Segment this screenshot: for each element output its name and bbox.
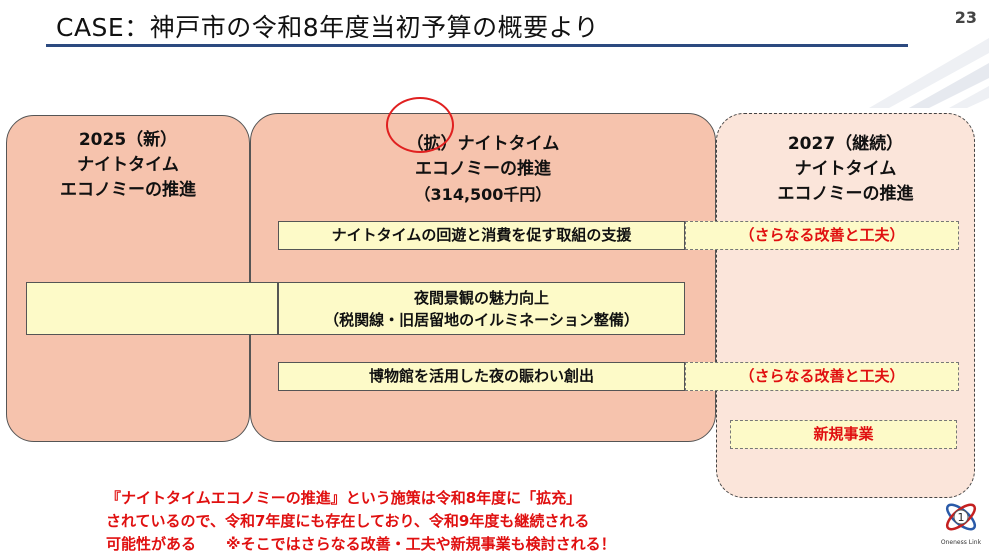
explanation-note: 『ナイトタイムエコノミーの推進』という施策は令和8年度に「拡充」 されているので… [106,487,616,556]
panel-2025-title-line1: ナイトタイム [77,155,179,175]
panel-2026-title-line1: （拡）ナイトタイム [406,134,560,154]
bar-night-view-line1: 夜間景観の魅力向上 [413,289,549,307]
bar-new-project: 新規事業 [730,420,957,449]
note-line2: されているので、令和7年度にも存在しており、令和9年度も継続される [106,512,590,530]
corner-decoration-icon [869,38,989,108]
oneness-link-logo: 1 Oneness Link [939,497,983,551]
panel-2025-year: 2025（新） [78,130,178,150]
note-line1: 『ナイトタイムエコノミーの推進』という施策は令和8年度に「拡充」 [106,489,582,507]
panel-2026-title-line2: エコノミーの推進 [415,159,551,179]
bar-night-view-2025 [26,282,278,335]
logo-icon: 1 [945,503,977,531]
panel-2027-year: 2027（継続） [787,134,904,154]
panel-2027-title-line2: エコノミーの推進 [777,184,914,204]
logo-text: Oneness Link [940,539,982,546]
slide-title: CASE：神戸市の令和8年度当初予算の概要より [56,13,600,42]
page-number: 23 [954,8,977,27]
bar-support-2027: （さらなる改善と工夫） [685,221,959,250]
bar-support-initiatives: ナイトタイムの回遊と消費を促す取組の支援 [278,221,685,250]
bar-night-view-line2: （税関線・旧居留地のイルミネーション整備） [324,311,639,329]
panel-2025: 2025（新） ナイトタイム エコノミーの推進 [6,115,250,442]
title-divider [46,44,908,47]
bar-night-view: 夜間景観の魅力向上 （税関線・旧居留地のイルミネーション整備） [278,282,685,335]
highlight-circle [386,97,454,153]
bar-museum-2027: （さらなる改善と工夫） [685,362,959,391]
bar-museum: 博物館を活用した夜の賑わい創出 [278,362,685,391]
note-line3: 可能性がある ※そこではさらなる改善・工夫や新規事業も検討される！ [106,535,616,553]
panel-2027-title-line1: ナイトタイム [794,159,897,179]
panel-2026-budget: （314,500千円） [414,185,552,204]
svg-text:1: 1 [958,511,965,524]
panel-2026: （拡）ナイトタイム エコノミーの推進 （314,500千円） [250,113,716,442]
panel-2025-title-line2: エコノミーの推進 [60,180,196,200]
